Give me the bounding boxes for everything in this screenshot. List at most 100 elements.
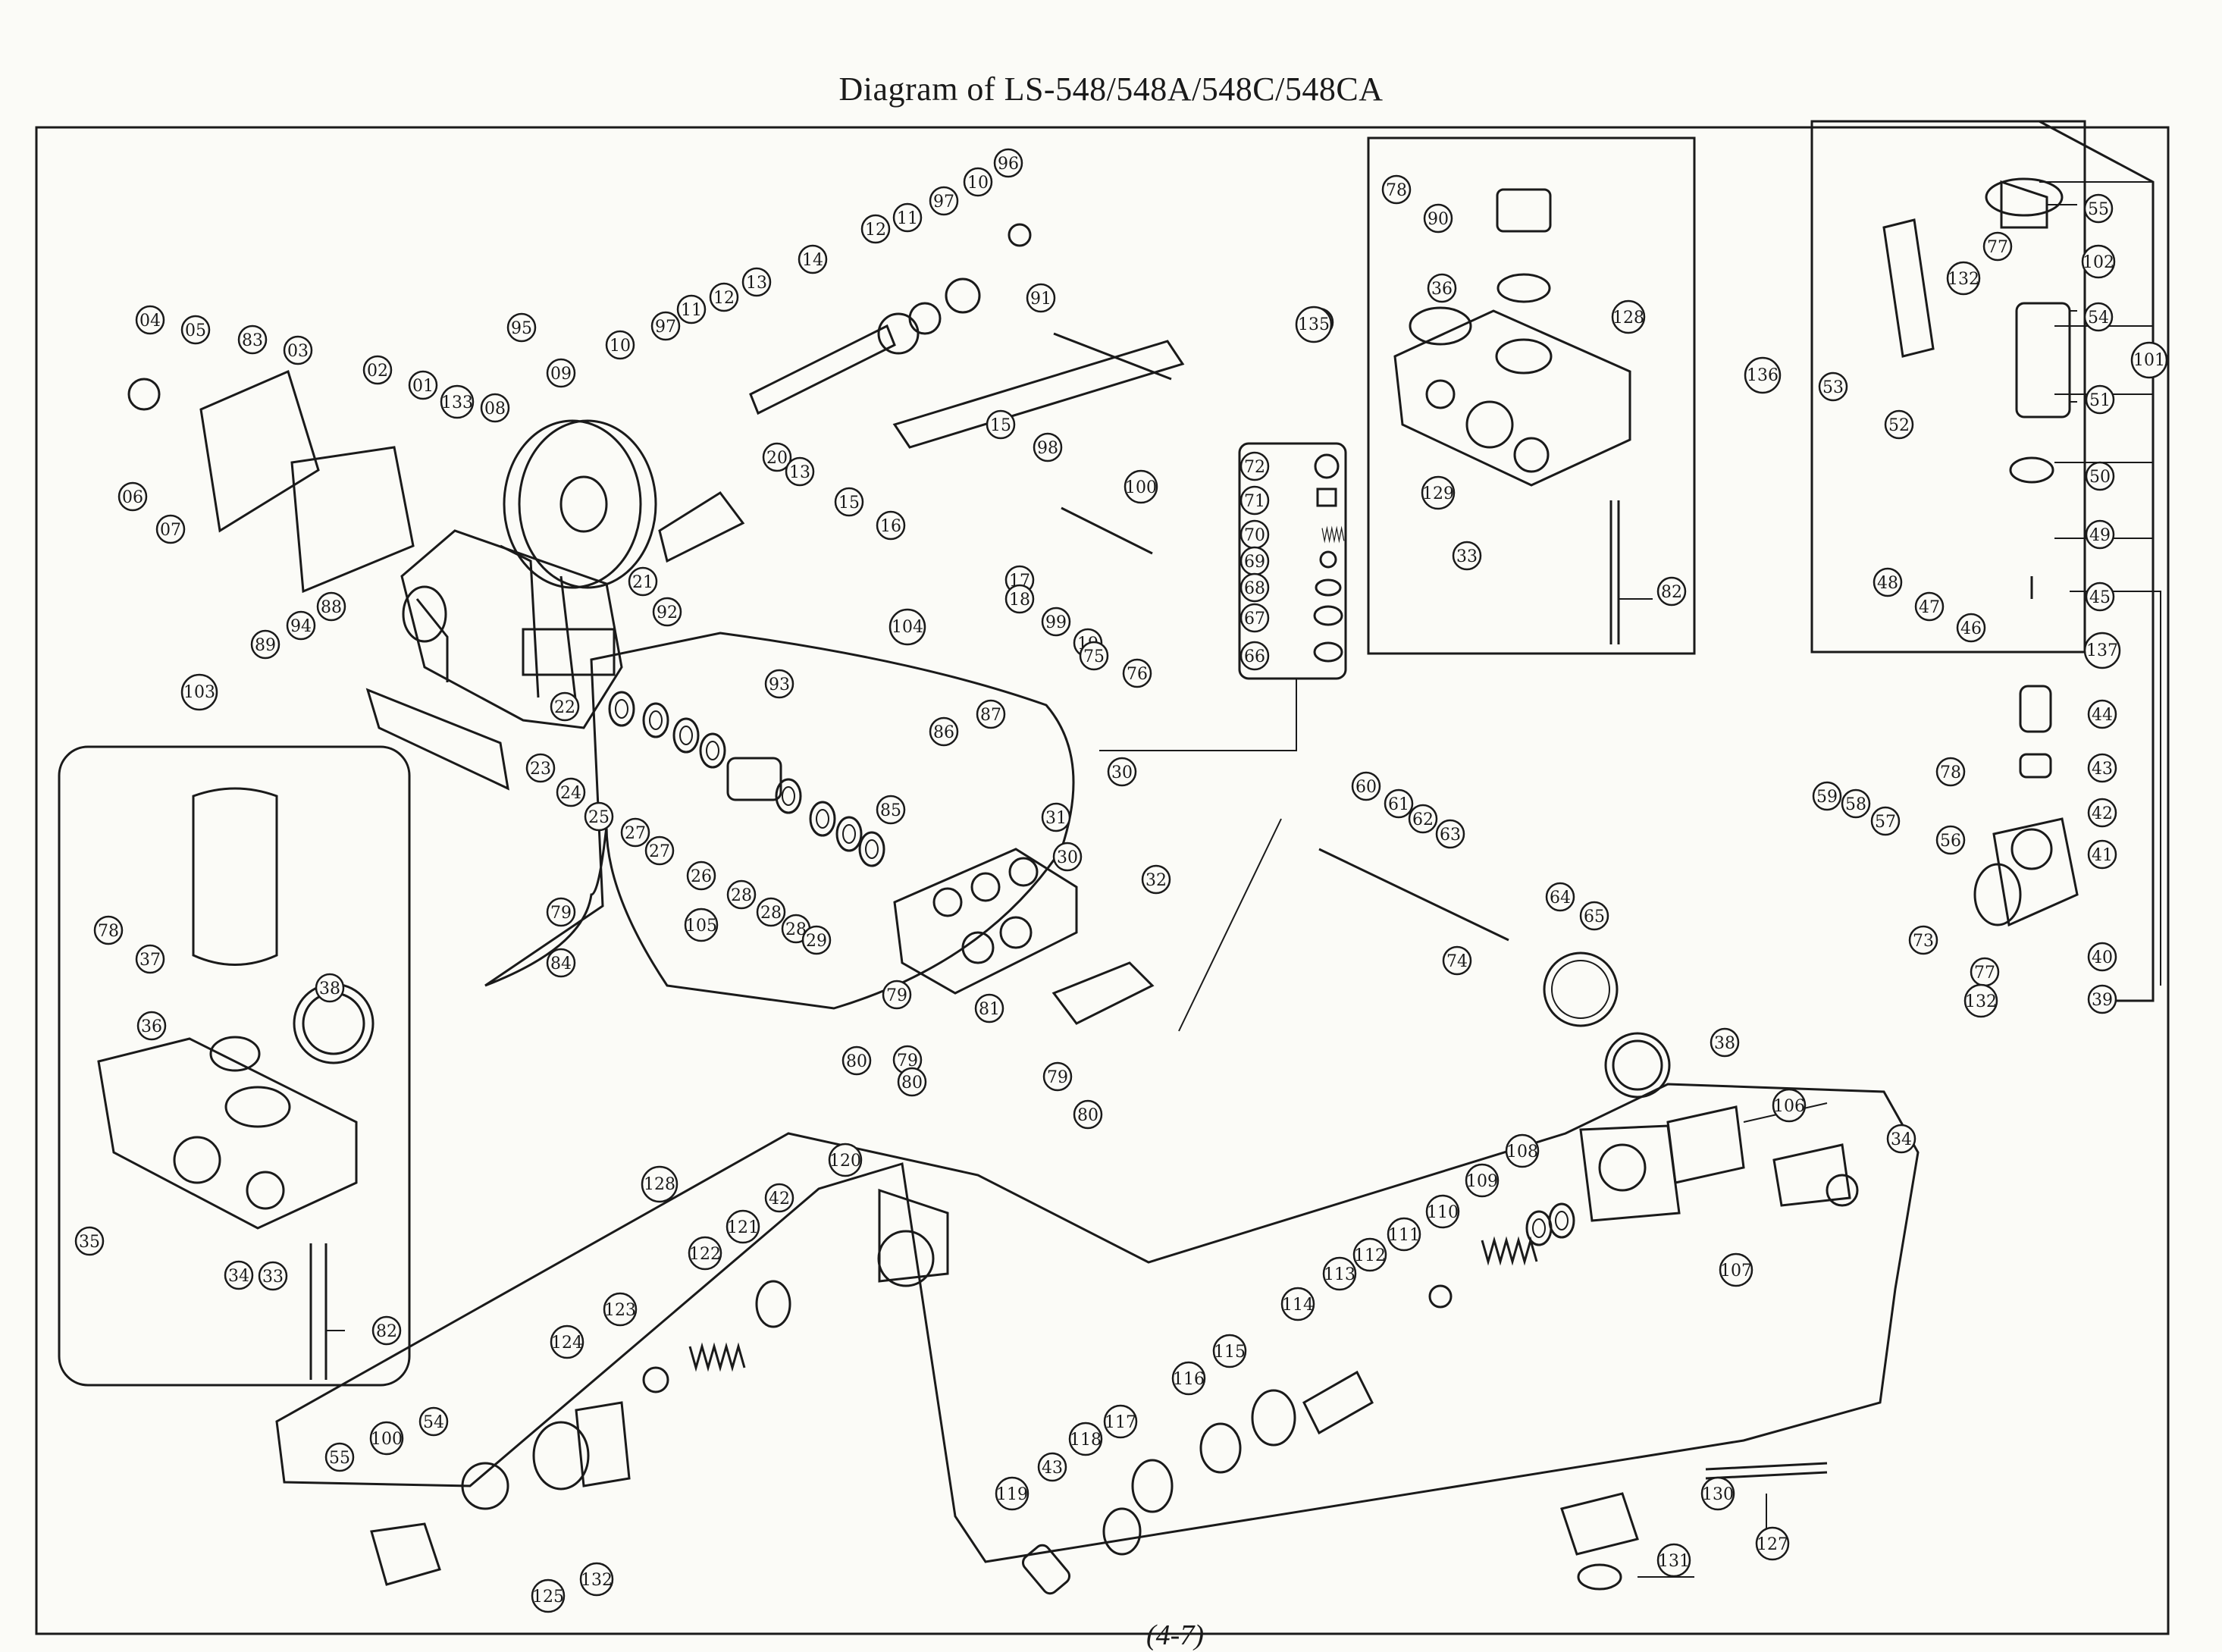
assembly-number-label: 104 — [892, 618, 923, 637]
part-callout: 36 — [1427, 273, 1457, 303]
part-number-label: 41 — [2092, 846, 2113, 865]
part-number-label: 33 — [262, 1268, 284, 1287]
part-callout: 43 — [1037, 1452, 1067, 1482]
part-callout: 94 — [286, 610, 316, 641]
part-callout: 55 — [2083, 193, 2114, 224]
part-number-label: 49 — [2089, 526, 2111, 545]
part-number-label: 119 — [996, 1485, 1028, 1504]
part-callout: 16 — [876, 510, 906, 541]
part-callout: 22 — [550, 691, 580, 722]
rear-cover — [199, 369, 320, 533]
part-callout: 47 — [1914, 591, 1945, 622]
part-callout: 87 — [976, 699, 1006, 729]
part-callout: 70 — [1239, 519, 1270, 550]
part-callout: 88 — [316, 591, 346, 622]
part-number-label: 29 — [806, 932, 827, 951]
part-callout: 113 — [1322, 1256, 1357, 1291]
part-number-label: 08 — [484, 400, 506, 418]
part-number-label: 78 — [1940, 763, 1961, 782]
part-number-label: 48 — [1877, 574, 1898, 593]
part-number-label: 11 — [681, 301, 702, 320]
part-number-label: 53 — [1822, 378, 1844, 397]
part-callout: 81 — [974, 993, 1004, 1023]
relief-valve — [1973, 685, 2079, 927]
part-number-label: 95 — [511, 319, 532, 338]
part-callout: 105 — [684, 908, 719, 942]
part-number-label: 28 — [760, 904, 782, 923]
part-callout: 114 — [1280, 1287, 1315, 1321]
part-callout: 78 — [1381, 174, 1412, 205]
part-number-label: 82 — [1661, 583, 1682, 602]
part-callout: 107 — [1719, 1252, 1753, 1287]
crank-guard — [658, 491, 745, 563]
part-number-label: 73 — [1913, 932, 1934, 951]
part-callout: 115 — [1212, 1334, 1247, 1368]
part-callout: 56 — [1935, 825, 1966, 855]
assembly-104-callout: 104 — [888, 608, 926, 646]
part-callout: 13 — [785, 456, 815, 487]
part-callout: 11 — [892, 202, 923, 233]
part-number-label: 91 — [1030, 290, 1051, 309]
part-number-label: 47 — [1919, 598, 1940, 617]
part-callout: 12 — [860, 214, 891, 244]
part-callout: 44 — [2087, 699, 2117, 729]
part-callout: 92 — [652, 597, 682, 627]
part-callout: 111 — [1387, 1217, 1421, 1252]
part-callout: 20 — [762, 442, 792, 472]
part-callout: 34 — [224, 1260, 254, 1290]
part-callout: 129 — [1421, 475, 1456, 510]
part-number-label: 52 — [1888, 416, 1910, 435]
part-callout: 75 — [1079, 641, 1109, 671]
part-number-label: 24 — [560, 784, 581, 803]
part-number-label: 59 — [1816, 788, 1838, 807]
part-callout: 82 — [1656, 576, 1687, 607]
part-number-label: 55 — [329, 1449, 350, 1468]
part-number-label: 62 — [1412, 810, 1434, 829]
part-number-label: 56 — [1940, 832, 1961, 851]
part-callout: 97 — [650, 311, 681, 341]
part-number-label: 102 — [2083, 253, 2114, 272]
part-callout: 128 — [1611, 299, 1646, 334]
part-number-label: 09 — [550, 365, 572, 384]
part-callout: 23 — [525, 753, 556, 783]
part-callout: 38 — [315, 973, 345, 1003]
part-number-label: 82 — [376, 1322, 397, 1341]
crankshaft — [749, 223, 1032, 415]
part-callout: 27 — [620, 817, 650, 848]
part-callout: 132 — [1946, 261, 1981, 296]
part-number-label: 97 — [933, 193, 954, 212]
part-number-label: 46 — [1960, 619, 1982, 638]
part-number-label: 88 — [321, 598, 342, 617]
part-callout: 99 — [1041, 607, 1071, 637]
part-number-label: 38 — [1714, 1034, 1735, 1053]
part-number-label: 50 — [2089, 468, 2111, 487]
valve-stack — [1313, 453, 1345, 663]
part-number-label: 72 — [1244, 458, 1265, 477]
part-callout: 30 — [1052, 842, 1083, 872]
part-number-label: 81 — [979, 1000, 1000, 1019]
part-callout: 80 — [1073, 1099, 1103, 1130]
part-number-label: 100 — [371, 1430, 403, 1449]
part-number-label: 45 — [2089, 588, 2111, 607]
part-number-label: 36 — [141, 1017, 162, 1036]
part-callout: 09 — [546, 358, 576, 388]
assembly-104-outline — [484, 632, 1075, 1010]
part-number-label: 03 — [287, 342, 309, 361]
part-number-label: 84 — [550, 955, 572, 973]
part-callout: 80 — [841, 1045, 872, 1076]
part-callout: 93 — [764, 669, 794, 699]
outer-frame — [35, 126, 2170, 1635]
part-callout: 79 — [892, 1045, 923, 1075]
part-callout: 45 — [2085, 581, 2115, 612]
part-number-label: 39 — [2092, 991, 2113, 1010]
part-callout: 110 — [1425, 1194, 1460, 1229]
part-callout: 57 — [1870, 806, 1901, 836]
piston-rod — [892, 340, 1185, 449]
part-number-label: 118 — [1070, 1431, 1102, 1450]
part-callout: 77 — [1982, 231, 2013, 262]
part-number-label: 107 — [1720, 1262, 1752, 1281]
part-number-label: 58 — [1845, 795, 1866, 814]
part-callout: 03 — [283, 335, 313, 365]
part-callout: 89 — [250, 629, 280, 660]
part-number-label: 80 — [846, 1052, 867, 1071]
